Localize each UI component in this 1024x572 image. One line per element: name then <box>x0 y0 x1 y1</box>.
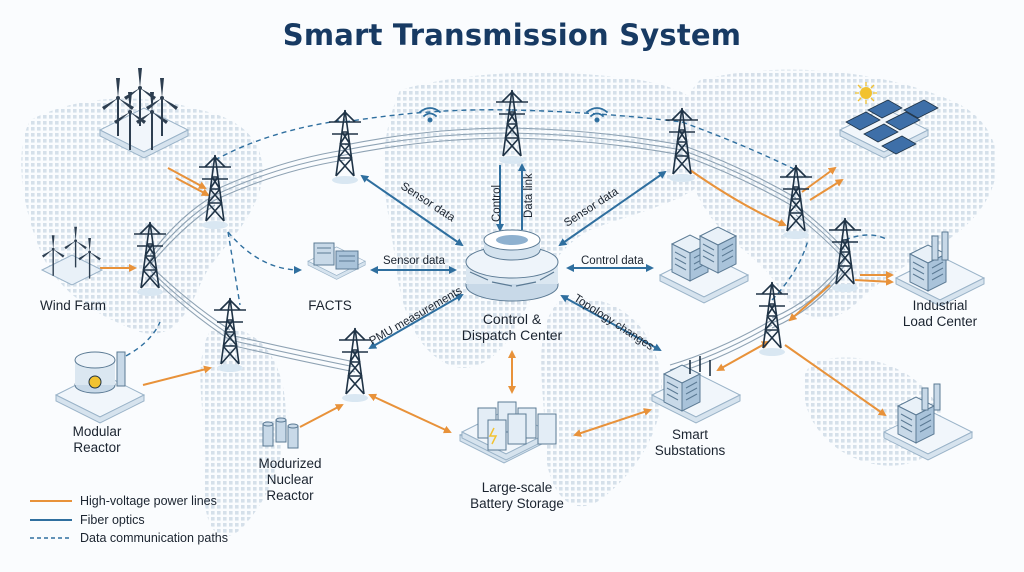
legend-label: Fiber optics <box>80 512 145 527</box>
label-control-data: Control data <box>581 255 644 267</box>
facts-label: FACTS <box>308 298 352 313</box>
legend-item-fiber: Fiber optics <box>30 511 228 530</box>
battery-storage-icon <box>459 401 557 464</box>
data-path-swatch-icon <box>30 537 72 540</box>
fiber-optic-arrows <box>360 163 667 351</box>
data-center-buildings-icon <box>659 226 749 304</box>
modurized-reactor-icon <box>262 417 299 449</box>
wind-farm-label: Wind Farm <box>39 298 106 313</box>
factory-icon <box>883 383 973 461</box>
solar-panels-icon <box>839 82 939 159</box>
wifi-icon <box>586 107 608 123</box>
industrial-load-label: Industrial Load Center <box>902 298 978 329</box>
wind-farm-icon <box>40 226 104 286</box>
label-data-link: Data link <box>523 173 535 218</box>
legend-label: Data communication paths <box>80 531 228 546</box>
smart-substations-label: Smart Substations <box>654 427 726 458</box>
modurized-reactor-label: Modurized Nuclear Reactor <box>258 456 322 503</box>
legend-item-power: High-voltage power lines <box>30 492 228 511</box>
industrial-plant-icon <box>895 231 985 307</box>
label-sensor-data-facts: Sensor data <box>383 255 446 267</box>
facts-icon <box>307 242 366 280</box>
fiber-swatch-icon <box>30 518 72 521</box>
modular-reactor-icon <box>55 351 145 424</box>
tower-icon <box>328 109 362 185</box>
power-line-swatch-icon <box>30 500 72 503</box>
wifi-icon <box>419 107 441 123</box>
control-center-label: Control & Dispatch Center <box>461 311 563 343</box>
legend-item-data: Data communication paths <box>30 529 228 548</box>
modular-reactor-label: Modular Reactor <box>72 424 122 455</box>
label-control: Control <box>491 185 503 222</box>
legend: High-voltage power lines Fiber optics Da… <box>30 492 228 548</box>
battery-storage-label: Large-scale Battery Storage <box>470 480 564 511</box>
legend-label: High-voltage power lines <box>80 494 217 509</box>
smart-substation-icon <box>651 356 741 424</box>
data-communication-paths <box>117 109 889 361</box>
control-center-icon <box>465 229 559 302</box>
page-title: Smart Transmission System <box>282 18 742 52</box>
transmission-wires <box>149 127 846 376</box>
